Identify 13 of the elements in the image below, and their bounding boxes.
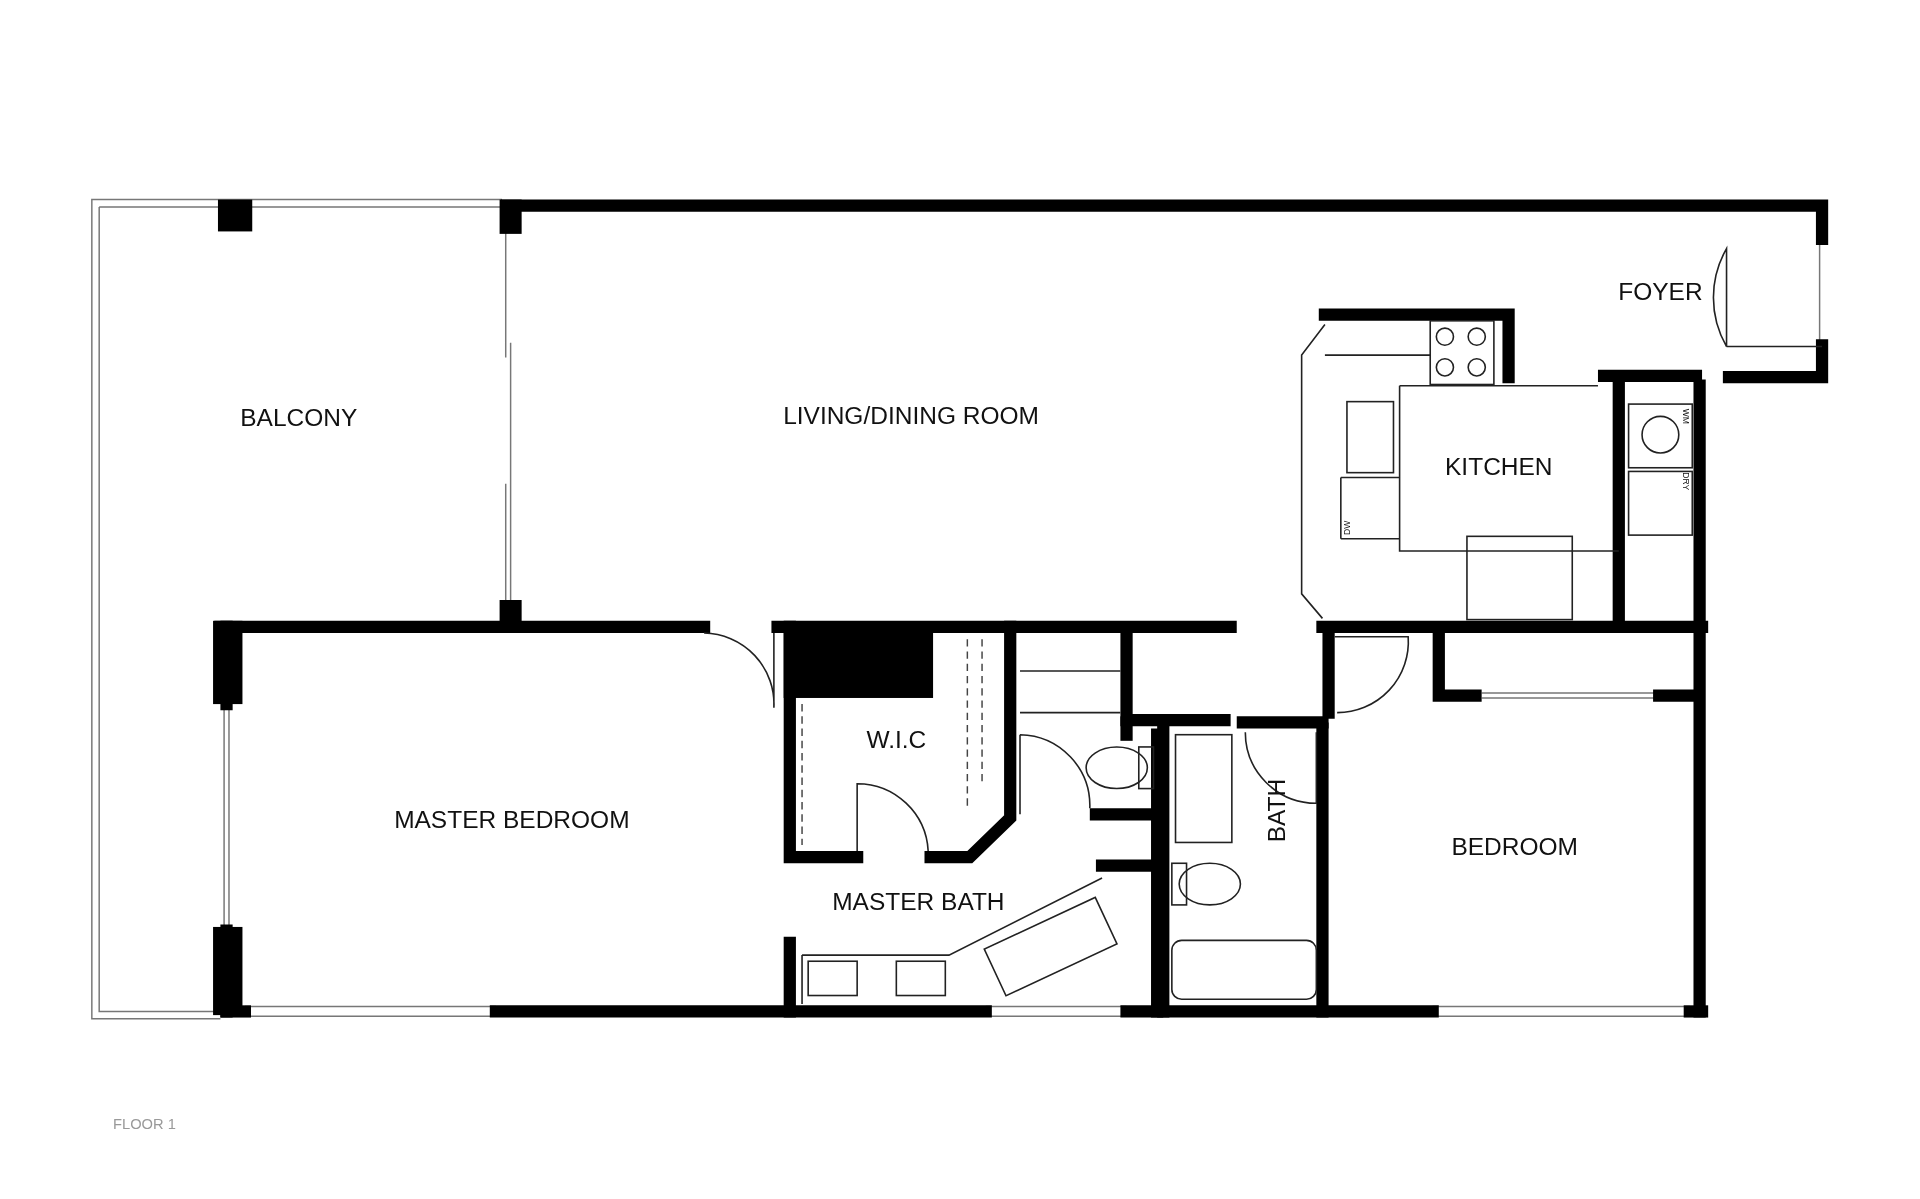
appliance-label: DRY [1681, 472, 1691, 491]
room-label: LIVING/DINING ROOM [783, 402, 1039, 428]
room-label: MASTER BATH [832, 889, 1005, 914]
floor-label: FLOOR 1 [113, 1116, 176, 1132]
room-label: FOYER [1618, 279, 1703, 304]
room-label: MASTER BEDROOM [394, 806, 630, 832]
room-label: BALCONY [240, 405, 358, 430]
appliance-label: DW [1342, 520, 1352, 535]
room-label: W.I.C [866, 727, 927, 752]
room-label: KITCHEN [1445, 454, 1553, 479]
room-label: BEDROOM [1451, 833, 1578, 859]
appliance-label: WM [1681, 408, 1691, 424]
room-label: BATH [1263, 778, 1289, 843]
